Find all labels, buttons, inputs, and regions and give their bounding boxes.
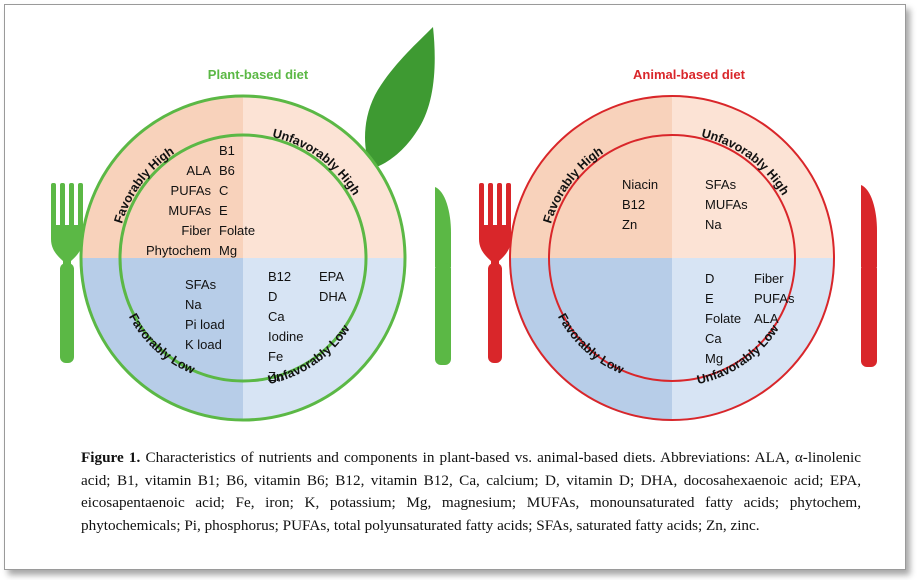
list-item: Mg xyxy=(705,351,723,366)
diet-diagram: Plant-based diet Favorably High Unfavora… xyxy=(51,27,877,422)
list-item: Ca xyxy=(268,309,285,324)
list-item: Zn xyxy=(268,369,283,384)
knife-icon xyxy=(861,185,877,367)
list-item: E xyxy=(705,291,714,306)
animal-favorably-high-list: Niacin B12 Zn xyxy=(622,177,658,232)
animal-unfavorably-low-list: D E Folate Ca Mg Fiber PUFAs ALA xyxy=(705,271,795,366)
animal-favorably-high-region xyxy=(509,95,672,258)
list-item: SFAs xyxy=(705,177,737,192)
list-item: ALA xyxy=(186,163,211,178)
list-item: Niacin xyxy=(622,177,658,192)
figure-caption: Figure 1. Characteristics of nutrients a… xyxy=(81,447,861,537)
animal-plate-inner-ring xyxy=(548,134,796,382)
list-item: MUFAs xyxy=(705,197,748,212)
plant-plate-inner-ring xyxy=(118,133,368,383)
list-item: PUFAs xyxy=(171,183,212,198)
plant-plate-rim xyxy=(79,94,407,422)
list-item: Zn xyxy=(622,217,637,232)
list-item: B12 xyxy=(622,197,645,212)
list-item: Ca xyxy=(705,331,722,346)
list-item: Fiber xyxy=(181,223,211,238)
list-item: Folate xyxy=(219,223,255,238)
list-item: ALA xyxy=(754,311,779,326)
knife-icon xyxy=(435,187,451,365)
list-item: Mg xyxy=(219,243,237,258)
list-item: Pi load xyxy=(185,317,225,332)
animal-unfavorably-high-region xyxy=(672,95,835,258)
plant-favorably-high-region xyxy=(80,95,243,258)
list-item: B1 xyxy=(219,143,235,158)
list-item: Phytochem xyxy=(146,243,211,258)
animal-diet-title: Animal-based diet xyxy=(633,67,746,82)
plant-favorably-high-list: B1 ALA B6 PUFAs C MUFAs E Fiber Folate P… xyxy=(146,143,255,258)
list-item: B12 xyxy=(268,269,291,284)
list-item: DHA xyxy=(319,289,347,304)
figure-frame: Plant-based diet Favorably High Unfavora… xyxy=(4,4,906,570)
list-item: MUFAs xyxy=(168,203,211,218)
list-item: Folate xyxy=(705,311,741,326)
caption-text: Characteristics of nutrients and compone… xyxy=(81,449,861,534)
figure-label: Figure 1. xyxy=(81,449,141,466)
list-item: D xyxy=(268,289,277,304)
plant-favorably-low-list: SFAs Na Pi load K load xyxy=(185,277,225,352)
list-item: PUFAs xyxy=(754,291,795,306)
list-item: Na xyxy=(185,297,202,312)
list-item: C xyxy=(219,183,228,198)
plant-diet-title: Plant-based diet xyxy=(208,67,309,82)
animal-plate-rim xyxy=(509,95,835,421)
list-item: Fiber xyxy=(754,271,784,286)
list-item: Na xyxy=(705,217,722,232)
animal-unfavorably-high-list: SFAs MUFAs Na xyxy=(705,177,748,232)
list-item: D xyxy=(705,271,714,286)
fork-icon xyxy=(479,183,511,363)
fork-icon xyxy=(51,183,83,363)
list-item: SFAs xyxy=(185,277,217,292)
list-item: Iodine xyxy=(268,329,303,344)
list-item: B6 xyxy=(219,163,235,178)
list-item: Fe xyxy=(268,349,283,364)
list-item: K load xyxy=(185,337,222,352)
plant-unfavorably-low-list: B12 D Ca Iodine Fe Zn EPA DHA xyxy=(268,269,347,384)
list-item: E xyxy=(219,203,228,218)
list-item: EPA xyxy=(319,269,344,284)
